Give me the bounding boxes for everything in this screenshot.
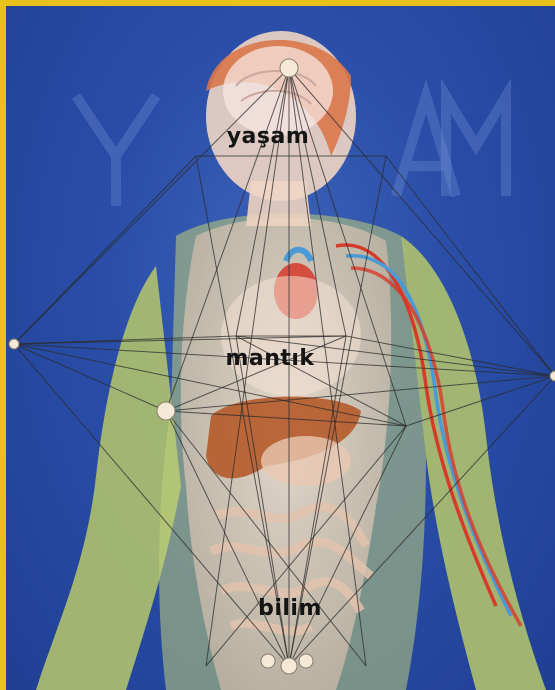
node-bottom-left	[261, 654, 275, 668]
node-bottom	[281, 658, 297, 674]
label-yasam: yaşam	[227, 124, 310, 149]
label-mantik: mantık	[225, 346, 314, 371]
node-right	[550, 371, 555, 381]
node-mid-left	[157, 402, 175, 420]
anatomy-illustration: yaşam mantık bilim	[6, 6, 555, 690]
node-bottom-right	[299, 654, 313, 668]
label-bilim: bilim	[258, 596, 322, 621]
node-top	[280, 59, 298, 77]
head	[206, 31, 356, 201]
node-left	[9, 339, 19, 349]
